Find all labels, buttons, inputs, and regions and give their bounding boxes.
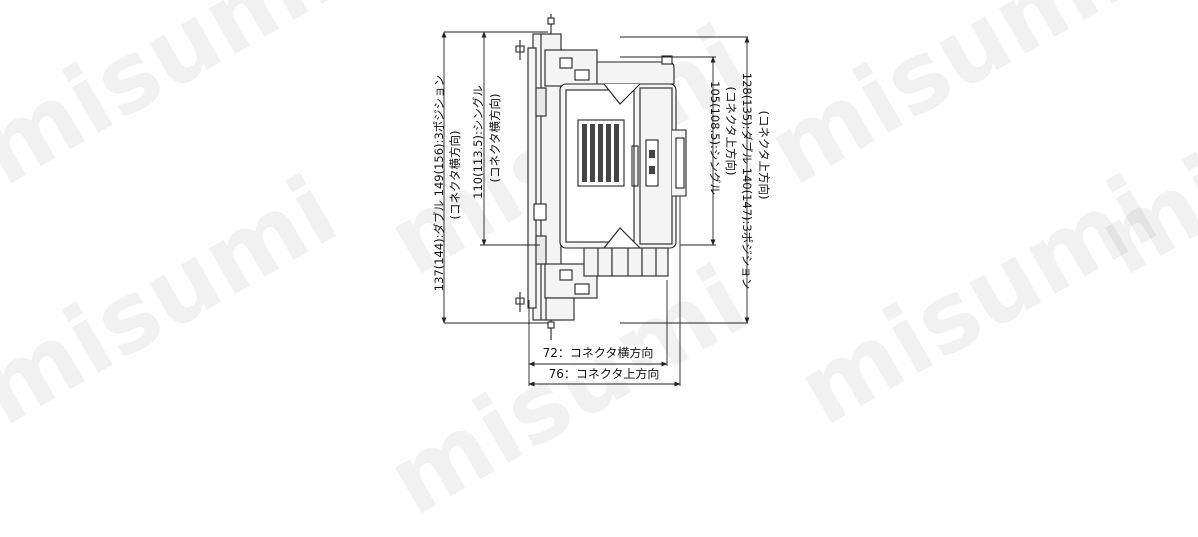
dimension-lines	[441, 31, 750, 387]
dim-right-outer-line1: 128(135):ダブル 140(147):3ポジション	[740, 73, 754, 289]
dim-left-outer-line1: 137(144):ダブル 149(156):3ポジション	[432, 75, 446, 291]
dim-right-inner-line1: 105(108.5):シングル	[708, 81, 722, 195]
dim-bottom-lower: 76：コネクタ上方向	[549, 366, 660, 381]
label-backing	[548, 345, 648, 360]
dim-left-inner-line1: 110(113.5):シングル	[471, 85, 485, 199]
dim-right-inner-line2: (コネクタ上方向)	[724, 86, 738, 175]
label-backing	[548, 366, 658, 381]
dim-left-outer-line2: (コネクタ横方向)	[448, 130, 462, 219]
valve-drawing	[515, 14, 687, 340]
dim-right-outer-line2: (コネクタ上方向)	[757, 110, 771, 199]
dimension-drawing: 137(144):ダブル 149(156):3ポジション (コネクタ横方向) 1…	[432, 14, 771, 387]
dim-left-inner-line2: (コネクタ横方向)	[488, 93, 502, 182]
dimension-labels: 137(144):ダブル 149(156):3ポジション (コネクタ横方向) 1…	[432, 73, 771, 381]
dim-bottom-upper: 72：コネクタ横方向	[543, 345, 654, 360]
